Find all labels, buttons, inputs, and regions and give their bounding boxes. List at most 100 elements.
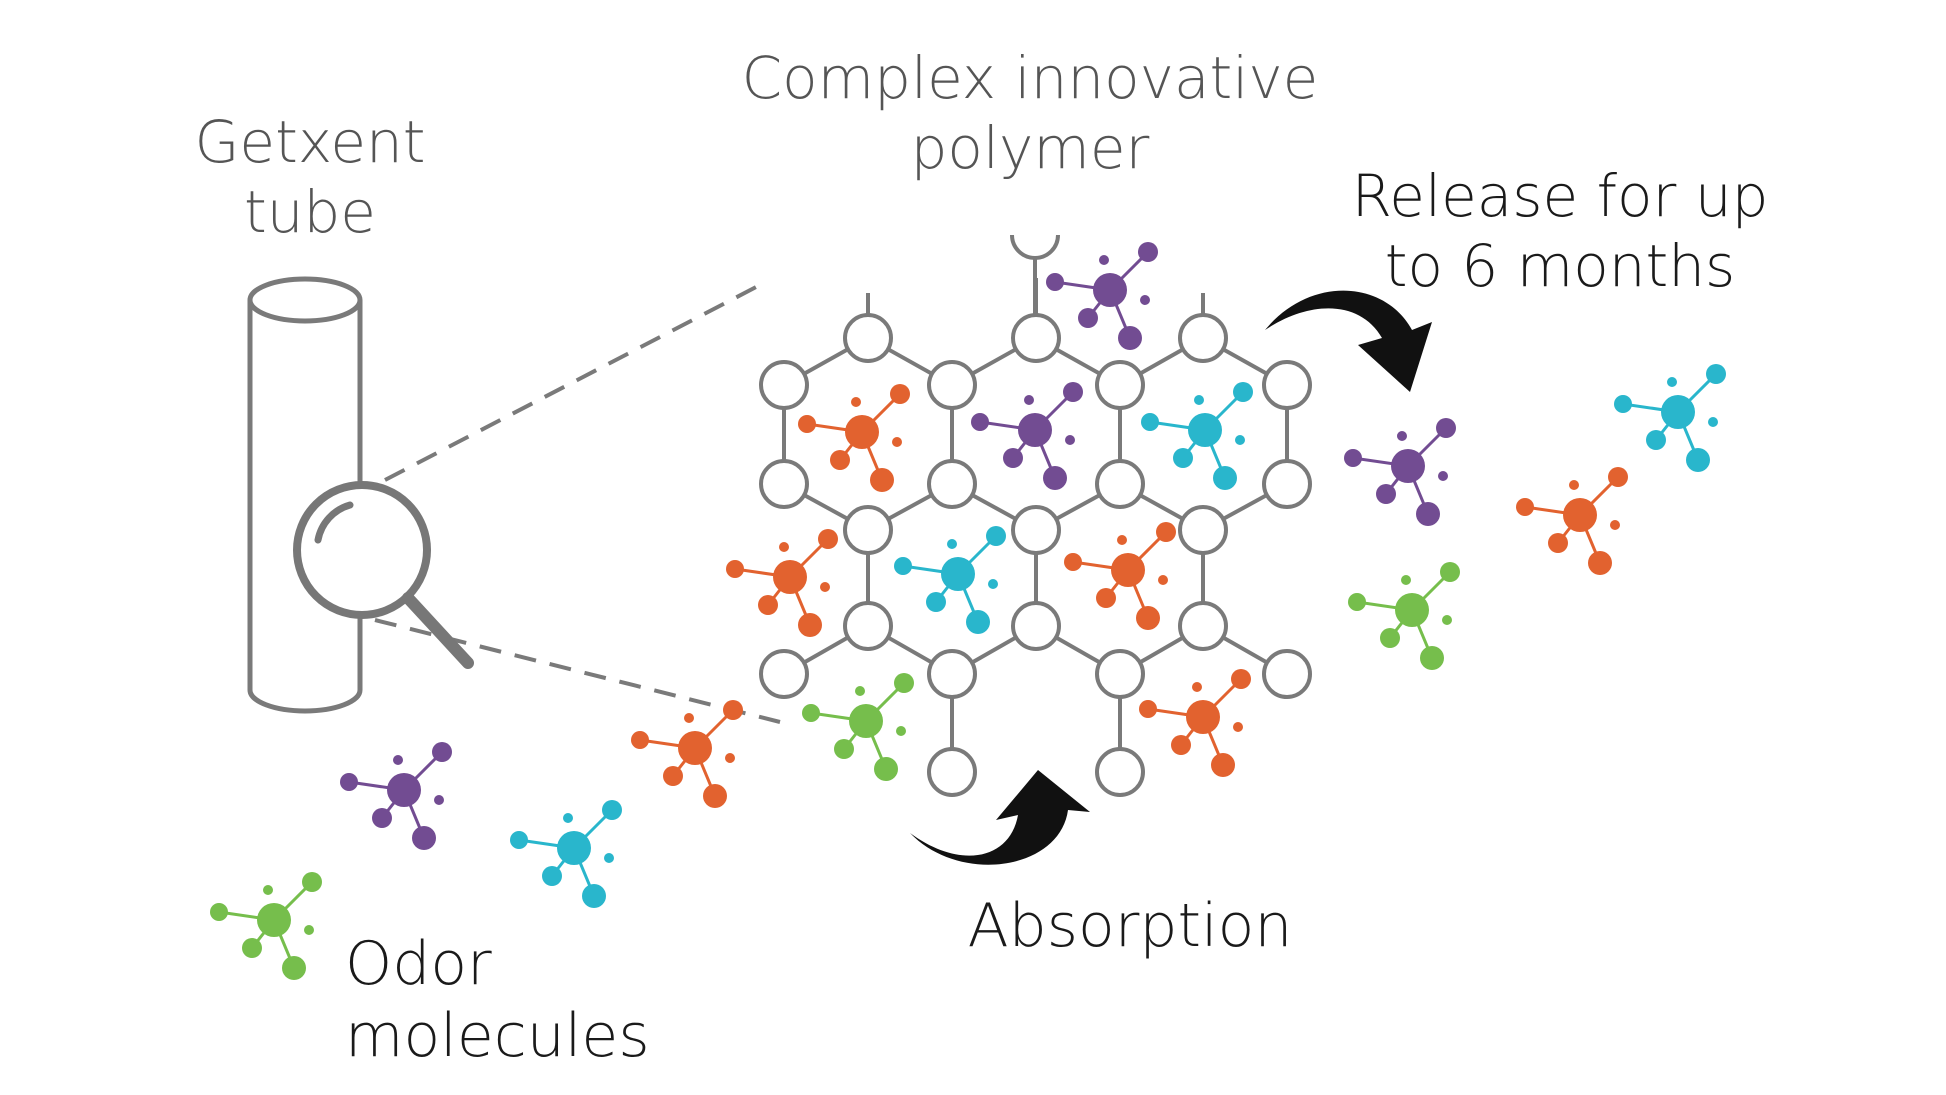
arrows [910,290,1432,865]
molecule-core [845,415,879,449]
molecule-atom [971,413,989,431]
molecule-atom [1614,395,1632,413]
molecule-atom [372,808,392,828]
molecule-atom [830,450,850,470]
absorbed-molecule-purple [971,382,1083,490]
molecule-dot [1708,417,1718,427]
molecule-core [557,831,591,865]
molecule-atom [282,956,306,980]
molecule-atom [926,592,946,612]
odor-molecule-orange [631,700,743,808]
tube-body [247,300,363,714]
molecule-core [1661,395,1695,429]
tube-label-line1: Getxent [194,108,426,176]
molecule-atom [1046,273,1064,291]
lattice-node [927,649,977,699]
molecule-atom [1436,418,1456,438]
molecule-atom [1646,430,1666,450]
molecule-core [387,773,421,807]
polymer-label: Complex innovative polymer [740,44,1320,183]
molecule-dot [1158,575,1168,585]
molecule-atom [542,866,562,886]
odor-molecule-cyan [510,800,622,908]
magnifier-handle [402,592,474,669]
molecule-atom [1380,628,1400,648]
molecule-atom [1078,308,1098,328]
absorbed-molecule-orange [798,384,910,492]
molecule-atom [986,526,1006,546]
molecule-core [1563,498,1597,532]
molecule-atom [1686,448,1710,472]
molecule-dot [1024,395,1034,405]
molecule-atom [1516,498,1534,516]
molecule-atom [1588,551,1612,575]
released-molecule-purple [1344,418,1456,526]
odor-molecule-green [210,872,322,980]
molecule-atom [432,742,452,762]
getxent-tube [247,276,363,714]
molecule-atom [340,773,358,791]
molecule-dot [1610,520,1620,530]
tube-label-line2: tube [243,177,376,246]
molecule-dot [263,885,273,895]
molecule-dot [1438,471,1448,481]
molecule-dot [820,582,830,592]
tube-top [247,276,363,324]
lattice-node [1178,313,1228,363]
molecule-dot [1235,435,1245,445]
molecule-dot [779,542,789,552]
molecule-dot [604,853,614,863]
molecule-atom [798,613,822,637]
molecule-atom [1173,448,1193,468]
molecule-dot [725,753,735,763]
molecule-atom [1139,700,1157,718]
molecule-dot [434,795,444,805]
polymer-label-line2: polymer [910,113,1150,182]
lattice-node [1178,601,1228,651]
absorption-label: Absorption [967,891,1293,961]
molecule-atom [1608,467,1628,487]
molecule-dot [1140,295,1150,305]
absorbed-molecule-cyan [894,526,1006,634]
molecule-atom [703,784,727,808]
molecule-atom [726,560,744,578]
lattice-node [843,505,893,555]
molecule-dot [1442,615,1452,625]
molecule-dot [684,713,694,723]
molecule-dot [1401,575,1411,585]
lattice-node [1011,313,1061,363]
molecule-dot [1397,431,1407,441]
lattice-node [1262,360,1312,410]
molecule-atom [1118,326,1142,350]
molecule-dot [1569,480,1579,490]
molecule-dot [892,437,902,447]
molecule-atom [1096,588,1116,608]
molecule-dot [1065,435,1075,445]
release-label-line2: to 6 months [1384,231,1736,300]
molecule-atom [582,884,606,908]
lattice-node-partial [1010,234,1060,260]
molecule-atom [1136,606,1160,630]
lattice-node [843,313,893,363]
lattice-node [927,360,977,410]
molecule-core [941,557,975,591]
molecule-atom [631,731,649,749]
molecule-core [1111,553,1145,587]
release-arrow-icon [1265,290,1432,392]
absorbed-molecule-cyan [1141,382,1253,490]
lattice-node [1011,601,1061,651]
molecule-atom [1416,502,1440,526]
molecule-dot [1192,682,1202,692]
molecule-dot [855,686,865,696]
magnifier-glint [314,501,354,544]
lattice-node [759,459,809,509]
lattice-node [1011,505,1061,555]
molecule-atom [1063,382,1083,402]
molecule-dot [988,579,998,589]
odor-molecules-label: Odor molecules [345,929,650,1071]
molecule-dot [563,813,573,823]
zoom-line-top [384,283,761,482]
molecule-atom [412,826,436,850]
molecule-dot [1194,395,1204,405]
